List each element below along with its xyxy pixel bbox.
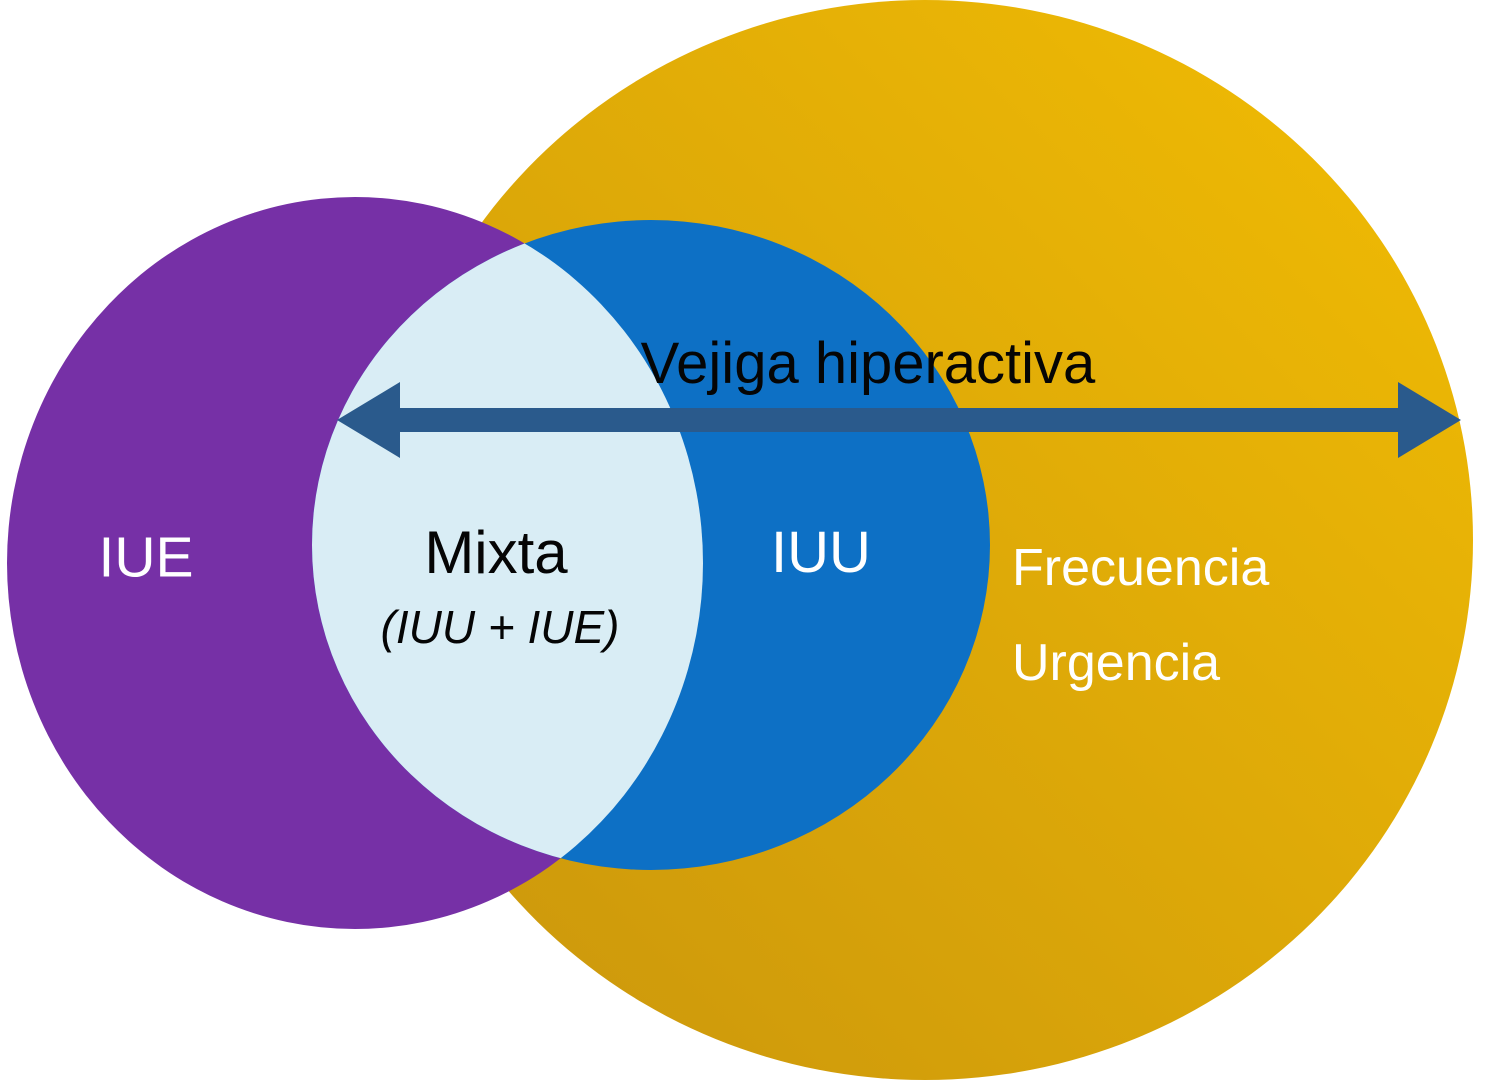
mixta-sublabel: (IUU + IUE) [380,601,620,653]
frecuencia-label: Frecuencia [1012,539,1270,597]
mixta-region [312,220,703,870]
iuu-label: IUU [771,520,871,585]
vejiga-hiperactiva-arrow [337,382,1461,458]
title-label: Vejiga hiperactiva [640,331,1096,396]
urgencia-label: Urgencia [1012,634,1221,692]
iue-label: IUE [98,525,194,590]
mixta-label: Mixta [424,519,568,586]
